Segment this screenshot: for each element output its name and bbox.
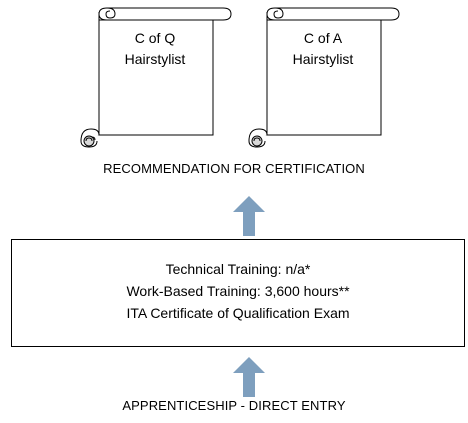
requirements-list: Technical Training: n/a* Work-Based Trai… — [12, 258, 464, 324]
up-arrow-icon — [229, 357, 269, 397]
certificate-scroll-cofa: C of A Hairstylist — [245, 0, 415, 148]
scroll-icon — [80, 7, 232, 148]
certificate-scroll-cofq: C of Q Hairstylist — [77, 0, 247, 148]
certificate-type: C of A — [303, 30, 343, 46]
certificate-type: C of Q — [134, 30, 176, 46]
entry-label: APPRENTICESHIP - DIRECT ENTRY — [122, 398, 346, 413]
certificate-trade: Hairstylist — [124, 51, 186, 67]
requirement-work-based-training: Work-Based Training: 3,600 hours** — [126, 283, 350, 299]
certificate-trade: Hairstylist — [292, 51, 354, 67]
scroll-icon — [248, 7, 400, 148]
recommendation-label: RECOMMENDATION FOR CERTIFICATION — [103, 161, 365, 176]
requirement-technical-training: Technical Training: n/a* — [165, 261, 311, 277]
certificate-text: C of Q Hairstylist — [95, 28, 215, 70]
certificate-text: C of A Hairstylist — [263, 28, 383, 70]
requirements-box: Technical Training: n/a* Work-Based Trai… — [11, 239, 465, 347]
requirement-exam: ITA Certificate of Qualification Exam — [126, 305, 350, 321]
up-arrow-icon — [229, 196, 269, 236]
